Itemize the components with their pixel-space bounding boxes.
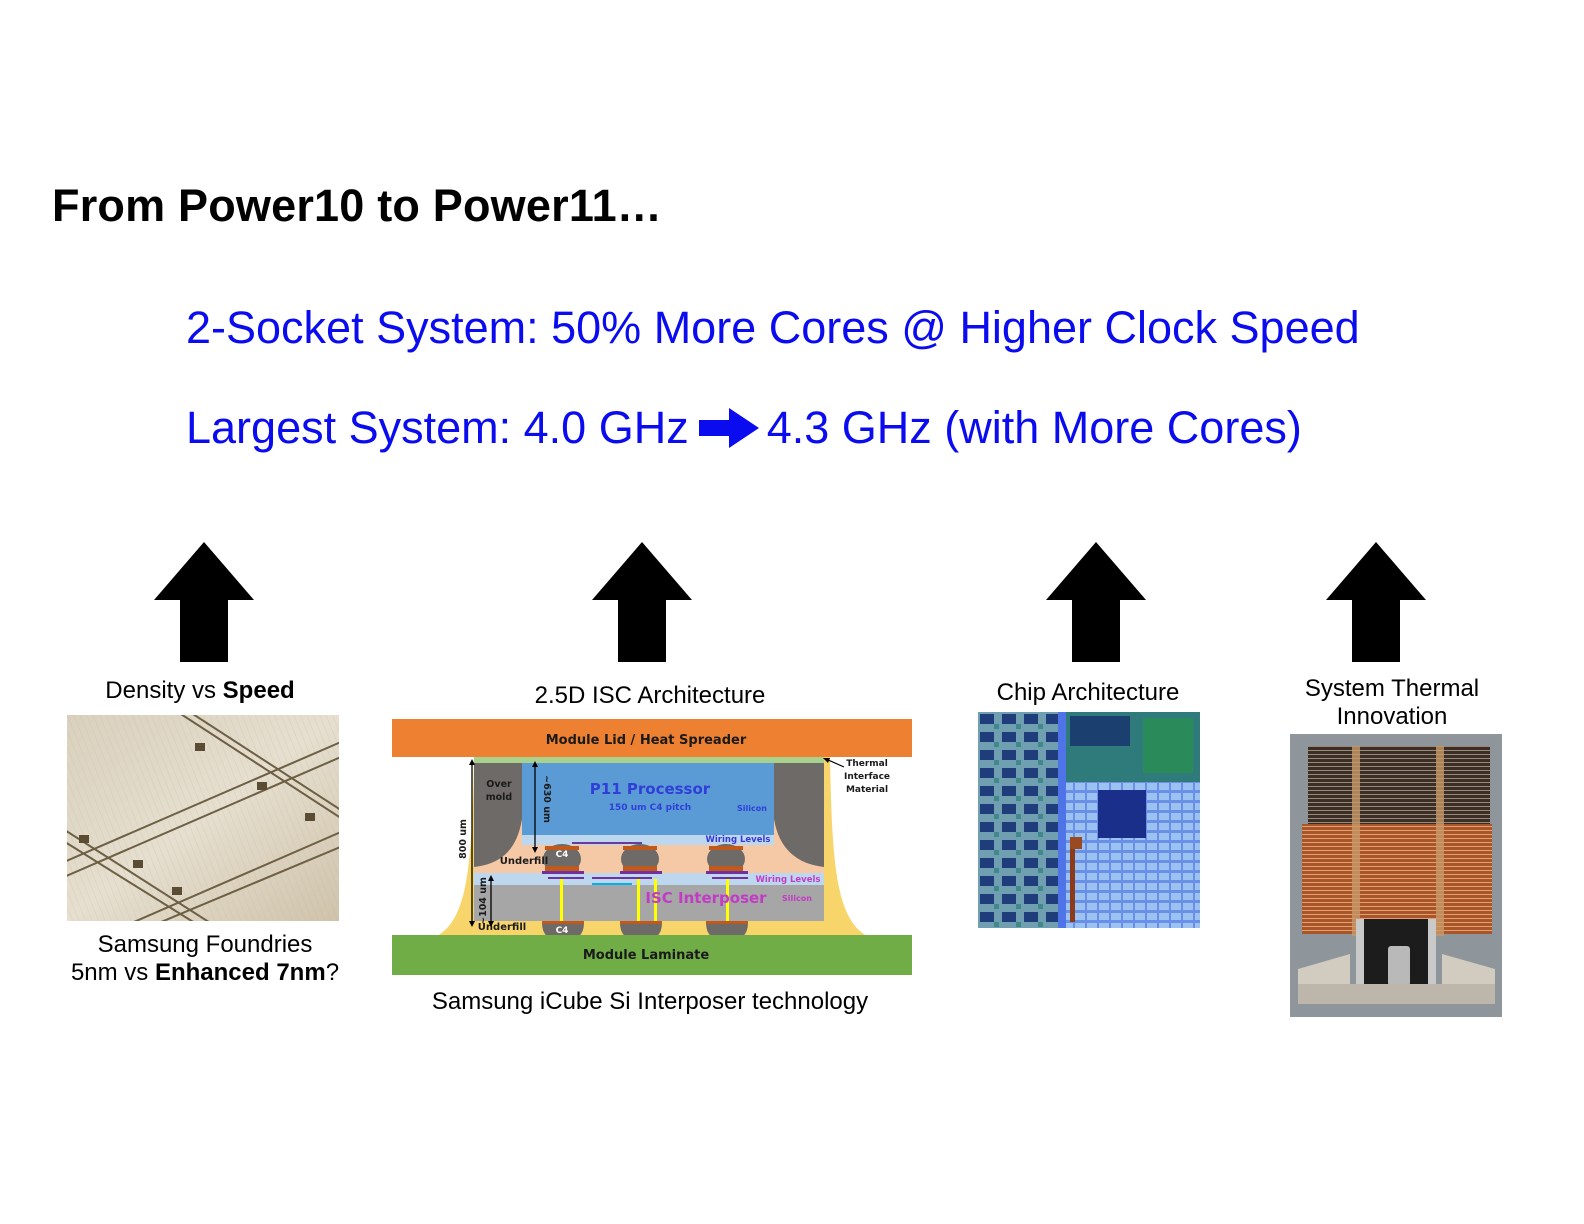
caption-bold-text: Speed [222,677,295,704]
caption-line: Innovation [1336,703,1448,730]
right-arrow-icon [698,408,759,448]
caption-text: 5nm vs [70,959,155,986]
caption-text: Density vs [105,677,223,704]
caption-icube-interposer: Samsung iCube Si Interposer technology [431,988,869,1015]
diagram-laminate-label: Module Laminate [583,948,710,963]
caption-system-thermal: System Thermal Innovation [1272,675,1512,731]
copper-heatsink-photo [1290,734,1502,1017]
caption-text: ? [325,959,340,986]
caption-chip-architecture: Chip Architecture [996,679,1180,706]
diagram-processor-label: P11 Processor [590,780,711,798]
diagram-interposer-label: ISC Interposer [645,889,767,907]
caption-line: 5nm vs Enhanced 7nm? [40,959,370,987]
up-arrow-icon [1326,542,1426,662]
diagram-104um-label: ~104 um [478,877,489,925]
diagram-c4-label: C4 [556,850,569,860]
die-wafer-photo [67,715,339,921]
diagram-c4-label: C4 [556,926,569,936]
headline-frequency-before: Largest System: 4.0 GHz [186,402,689,453]
diagram-wiring-bottom-label: Wiring Levels [756,875,821,885]
diagram-overmold-label: Over [486,779,512,790]
up-arrow-icon [592,542,692,662]
up-arrow-icon [154,542,254,662]
chip-die-shot [978,712,1200,928]
diagram-underfill-top-label: Underfill [500,856,548,867]
slide-title: From Power10 to Power11… [52,180,662,231]
diagram-overmold-label: mold [486,792,512,803]
caption-isc-architecture: 2.5D ISC Architecture [534,682,766,709]
diagram-800um-label: 800 um [458,819,469,859]
diagram-silicon-top-label: Silicon [737,804,767,813]
diagram-tim-label: Thermal [846,759,888,769]
diagram-silicon-bottom-label: Silicon [782,894,812,903]
caption-density-vs-speed: Density vs Speed [60,677,340,705]
diagram-underfill-bottom-label: Underfill [478,922,526,933]
caption-bold-text: Enhanced 7nm [154,959,326,986]
diagram-tim-label: Material [846,785,888,795]
headline-two-socket: 2-Socket System: 50% More Cores @ Higher… [186,302,1360,353]
up-arrow-icon [1046,542,1146,662]
diagram-lid-label: Module Lid / Heat Spreader [546,733,747,748]
headline-largest-system: Largest System: 4.0 GHz 4.3 GHz (with Mo… [186,402,1302,454]
diagram-wiring-top-label: Wiring Levels [706,835,771,845]
caption-line: System Thermal [1304,675,1480,702]
caption-line: Samsung Foundries [97,931,313,958]
caption-samsung-foundries: Samsung Foundries 5nm vs Enhanced 7nm? [40,931,370,987]
headline-frequency-after: 4.3 GHz (with More Cores) [766,402,1302,453]
package-cross-section-diagram: Module Lid / Heat Spreader P11 Processor… [392,719,912,975]
diagram-pitch-label: 150 um C4 pitch [609,803,691,813]
diagram-630um-label: ~630 um [541,775,552,823]
diagram-tim-label: Interface [844,772,890,782]
